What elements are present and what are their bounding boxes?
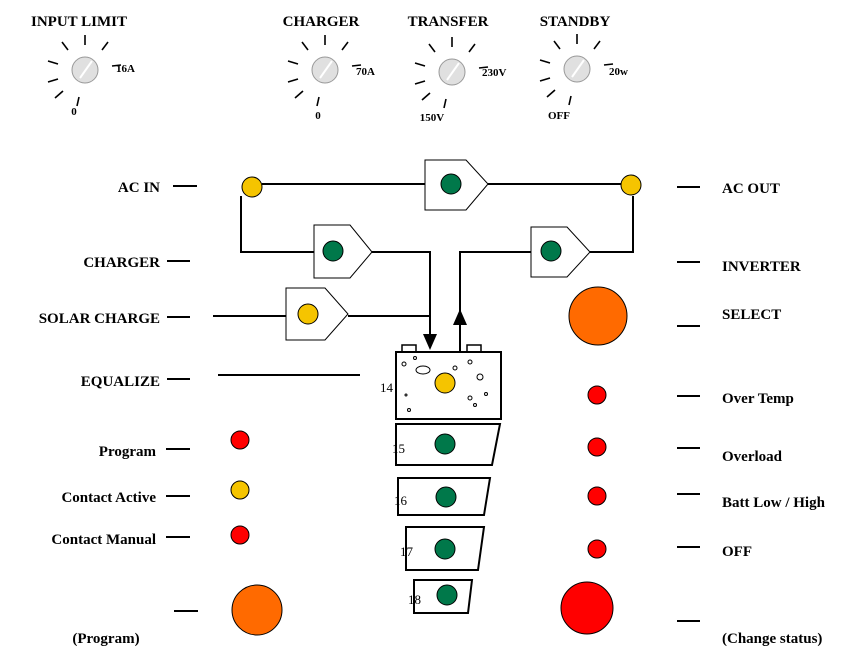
label-over-temp: Over Temp bbox=[722, 391, 794, 407]
battery-led-16 bbox=[435, 486, 457, 508]
knob-transfer[interactable]: TRANSFER 230V 150V bbox=[408, 14, 507, 124]
battery-led-17 bbox=[434, 538, 456, 560]
program-led bbox=[230, 430, 250, 450]
label-equalize: EQUALIZE bbox=[81, 374, 160, 390]
overload-led bbox=[587, 437, 607, 457]
batt-low-high-led bbox=[587, 486, 607, 506]
knob-charger[interactable]: CHARGER 70A 0 bbox=[283, 14, 375, 122]
label-contact-active: Contact Active bbox=[61, 490, 156, 506]
charger-led bbox=[322, 240, 344, 262]
right-labels: AC OUT INVERTER SELECT Over Temp Overloa… bbox=[677, 181, 826, 647]
ac-out-led bbox=[620, 174, 642, 196]
knob-min-label: OFF bbox=[548, 110, 570, 122]
label-select: SELECT bbox=[722, 307, 781, 323]
label-contact-manual: Contact Manual bbox=[51, 532, 156, 548]
battery-level-label: 16 bbox=[394, 493, 408, 508]
contact-manual-led bbox=[230, 525, 250, 545]
label-ac-out: AC OUT bbox=[722, 181, 780, 197]
ac-in-led bbox=[241, 176, 263, 198]
knob-title: STANDBY bbox=[540, 14, 611, 30]
battery-level-label: 17 bbox=[400, 544, 414, 559]
knob-title: TRANSFER bbox=[408, 14, 489, 30]
knob-max-label: 230V bbox=[482, 67, 507, 79]
label-off: OFF bbox=[722, 544, 752, 560]
knob-input-limit[interactable]: INPUT LIMIT 16A 0 bbox=[31, 14, 135, 118]
knob-max-label: 16A bbox=[116, 63, 135, 75]
knob-ticks bbox=[47, 35, 122, 107]
select-button[interactable] bbox=[568, 286, 628, 346]
label-overload: Overload bbox=[722, 449, 783, 465]
label-solar-charge: SOLAR CHARGE bbox=[39, 311, 160, 327]
knob-title: INPUT LIMIT bbox=[31, 14, 127, 30]
knob-max-label: 20w bbox=[609, 66, 628, 78]
battery-led-14 bbox=[434, 372, 456, 394]
charger-unit bbox=[313, 224, 373, 279]
change-status-button[interactable] bbox=[560, 581, 614, 635]
knob-max-label: 70A bbox=[356, 66, 375, 78]
transfer-led bbox=[440, 173, 462, 195]
battery-level-label: 14 bbox=[380, 380, 394, 395]
knob-standby[interactable]: STANDBY 20w OFF bbox=[540, 14, 628, 122]
inverter-unit bbox=[530, 226, 591, 278]
battery-level-label: 15 bbox=[392, 441, 405, 456]
program-button[interactable] bbox=[231, 584, 283, 636]
knob-ticks bbox=[287, 35, 362, 107]
left-labels: AC IN CHARGER SOLAR CHARGE EQUALIZE Prog… bbox=[39, 180, 198, 647]
knob-title: CHARGER bbox=[283, 14, 360, 30]
battery-led-18 bbox=[436, 584, 458, 606]
label-inverter: INVERTER bbox=[722, 259, 801, 275]
transfer-switch bbox=[424, 159, 489, 211]
battery-led-15 bbox=[434, 433, 456, 455]
knob-min-label: 0 bbox=[315, 110, 321, 122]
off-led bbox=[587, 539, 607, 559]
knob-min-label: 0 bbox=[71, 106, 77, 118]
label-program-button: (Program) bbox=[72, 631, 139, 647]
label-change-status: (Change status) bbox=[722, 631, 822, 647]
label-charger: CHARGER bbox=[83, 255, 160, 271]
knob-ticks bbox=[539, 34, 614, 106]
label-batt-low-high: Batt Low / High bbox=[722, 495, 826, 511]
flow-lines bbox=[213, 183, 634, 376]
over-temp-led bbox=[587, 385, 607, 405]
knob-min-label: 150V bbox=[420, 112, 445, 124]
solar-led bbox=[297, 303, 319, 325]
battery-stack: 14 15 16 17 18 bbox=[380, 344, 502, 614]
knob-ticks bbox=[414, 37, 489, 109]
solar-unit bbox=[285, 287, 349, 341]
inverter-led bbox=[540, 240, 562, 262]
label-program: Program bbox=[99, 444, 157, 460]
battery-level-label: 18 bbox=[408, 592, 421, 607]
contact-active-led bbox=[230, 480, 250, 500]
label-ac-in: AC IN bbox=[118, 180, 160, 196]
